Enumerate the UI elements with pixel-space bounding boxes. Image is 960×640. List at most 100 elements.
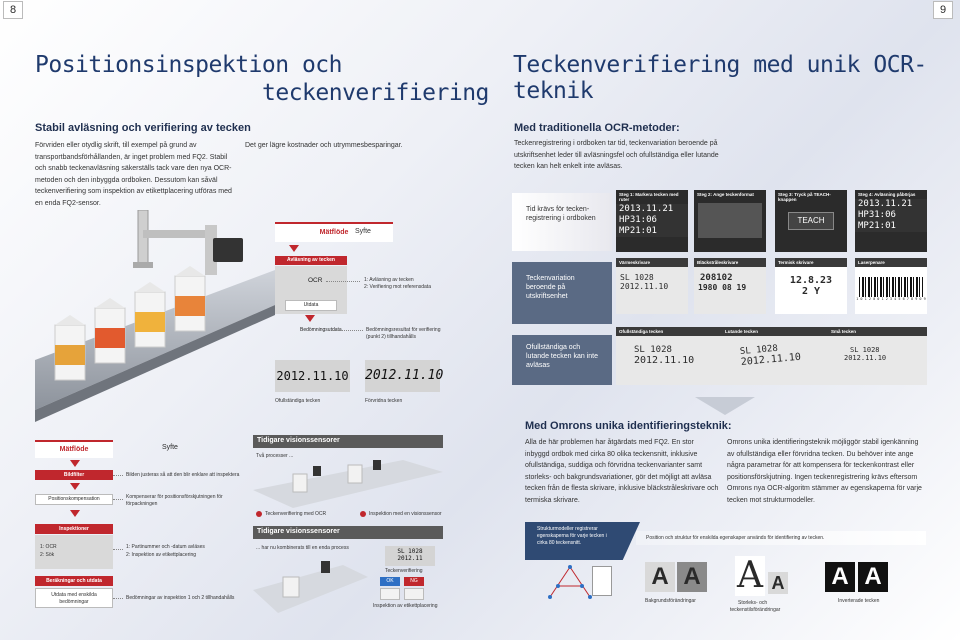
legend-dot-1-icon [256, 511, 262, 517]
flow2-insp-b: 2: Sök [40, 552, 55, 558]
row2-val-6: 2 Y [801, 286, 821, 297]
struct-sample-box [592, 566, 612, 596]
ng-sample [404, 588, 424, 600]
legend-vision: Inspektion med en visionssensor [369, 511, 442, 517]
transition-arrow-icon [695, 397, 755, 415]
flow2-output-box: Utdata med enskilda bedömningar [35, 588, 113, 608]
flow-header-left: Mätflöde [275, 222, 393, 242]
row1-lcd-4: 2013.11.21 [855, 199, 927, 210]
current-insp: Inspektion av etikettplacering [373, 603, 438, 609]
right-sub2: Med Omrons unika identifieringsteknik: [525, 420, 732, 432]
flow2-step-insp: Inspektioner [35, 524, 113, 534]
row1-step4: Steg 4: Avläsning påbörjas 2013.11.21 HP… [855, 190, 927, 252]
sample-distorted: 2012.11.10 [365, 360, 443, 392]
legend-dot-2-icon [360, 511, 366, 517]
flow-dotline-2 [333, 330, 363, 331]
row3-val-5: SL 1028 [850, 346, 880, 354]
letter-sample-inv-1: A [825, 562, 855, 592]
flow2-insp-a: 1: OCR [40, 544, 57, 550]
row3-val-1: SL 1028 [634, 345, 672, 355]
struct-text-1: Strukturmodeller registrerar [537, 526, 598, 532]
row1-step2: Steg 2: Ange teckenformat [694, 190, 766, 252]
row3-incomplete: Ofullständiga tecken SL 1028 2012.11.10 [616, 327, 726, 385]
right-sub1: Med traditionella OCR-metoder: [514, 122, 680, 134]
flow2-step-calc: Beräkningar och utdata [35, 576, 113, 586]
sample-incomplete: 2012.11.10 [275, 360, 350, 392]
juice-carton-1 [54, 315, 86, 381]
row2-val-3: 208102 [700, 273, 733, 283]
letter-sample-bg-1: A [645, 562, 675, 592]
row1-step1-label: Steg 1: Markera tecken med ruter [616, 190, 688, 204]
struct-text-2: egenskaperna för varje tecken i [537, 533, 607, 539]
flow-dotline-1 [326, 281, 360, 282]
row1-lcd-5: HP31:06 [855, 210, 927, 221]
flow2-insp-desc1: 1: Partinummer och -datum avläses [126, 544, 205, 550]
pos-banner: Position och struktur för enskilda egens… [636, 531, 926, 545]
row1-step2-label: Steg 2: Ange teckenformat [694, 190, 766, 199]
caption-size-2: teckenstilsförändringar [730, 607, 781, 613]
row2-barcode [859, 277, 923, 297]
current-sample: SL 1028 2012.11 [385, 546, 435, 566]
row1-step3: Steg 3: Tryck på TEACH-knappen TEACH [775, 190, 847, 252]
flow2-step-poscomp: Positionskompensation [35, 494, 113, 505]
row3-val-6: 2012.11.10 [844, 354, 887, 362]
flow2-arrow-1 [70, 460, 80, 467]
prev-two-process-illustration [253, 460, 443, 508]
teach-button: TEACH [788, 212, 834, 230]
flow2-poscomp-desc1: Kompenserar för positionsförskjutningen … [126, 494, 223, 500]
current-single-process-illustration [253, 561, 368, 613]
legend-ocr: Teckenverifiering med OCR [265, 511, 327, 517]
juice-carton-4 [174, 266, 206, 332]
flow2-out-line1: Utdata med enskilda [51, 592, 97, 598]
row2-head-2: Bläckstråleskrivare [694, 258, 766, 267]
current-sample-lot: SL 1028 [397, 548, 423, 555]
ng-badge: NG [404, 577, 424, 586]
flow2-out-line2: bedömningar [59, 599, 89, 605]
ok-sample [380, 588, 400, 600]
row2-head-3: Termisk skrivare [775, 258, 847, 267]
row3-val-2: 2012.11.10 [634, 355, 695, 366]
production-line-illustration [35, 210, 275, 422]
juice-carton-2 [94, 298, 126, 364]
left-intro: Förvriden eller otydlig skrift, till exe… [35, 142, 232, 207]
flow2-out-desc: Bedömningar av inspektion 1 och 2 tillha… [126, 595, 235, 601]
page-number-right: 9 [933, 1, 953, 19]
caption-distorted: Förvridna tecken [365, 398, 403, 404]
flow-step-read: Avläsning av tecken [275, 256, 347, 265]
row1-step1: Steg 1: Markera tecken med ruter 2013.11… [616, 190, 688, 252]
current-sample-date: 2012.11 [397, 555, 423, 562]
letter-sample-size-2: A [768, 572, 788, 594]
left-subhead: Stabil avläsning och verifiering av teck… [35, 122, 251, 134]
prev-title: Tidigare visionssensorer [253, 435, 443, 448]
row2-inkjet: Bläckstråleskrivare 208102 1980 08 19 [694, 258, 766, 314]
flow2-dot-2 [113, 499, 123, 500]
flow2-header-right: Syfte [162, 444, 178, 451]
omron-col2: Omrons unika identifieringsteknik möjlig… [727, 439, 922, 504]
flow-output-box: Utdata [285, 300, 337, 311]
row1-step3-label: Steg 3: Tryck på TEACH-knappen [775, 190, 847, 204]
left-title-line1: Positionsinspektion och [35, 52, 343, 78]
flow2-arrow-2 [70, 483, 80, 490]
structure-model-a-icon [548, 565, 592, 599]
struct-text-3: cirka 80 teckensnitt. [537, 540, 582, 546]
flow-ocr-label: OCR [308, 277, 323, 284]
row2-val-4: 1980 08 19 [698, 283, 747, 292]
row2-val-2: 2012.11.10 [620, 282, 669, 291]
row2-val-1: SL 1028 [620, 273, 654, 282]
row2-head-4: Laserpenare [855, 258, 927, 267]
flow-ocr-desc1: 1: Avläsning av tecken [364, 277, 414, 283]
letter-sample-size-1: A [735, 555, 765, 596]
row3-head-1: Ofullständiga tecken [616, 327, 726, 336]
row1-lcd-3: MP21:01 [616, 226, 688, 237]
row1-lcd-6: MP21:01 [855, 221, 927, 232]
flow-header-right: Syfte [355, 228, 371, 235]
flow2-dot-3 [113, 549, 123, 550]
flow-judge-desc2: (punkt 2) tillhandahålls [366, 334, 417, 340]
juice-carton-3 [134, 282, 166, 348]
row2-title: Teckenvariation beroende på utskriftsenh… [526, 275, 575, 300]
flow2-filter-desc: Bilden justeras så att den blir enklare … [126, 472, 240, 478]
row3-head-2: Lutande tecken [722, 327, 828, 336]
row1-lcd-1: 2013.11.21 [616, 204, 688, 215]
flow2-arrow-3 [70, 510, 80, 517]
row2-thermal-transfer: Termisk skrivare 12.8.23 2 Y [775, 258, 847, 314]
